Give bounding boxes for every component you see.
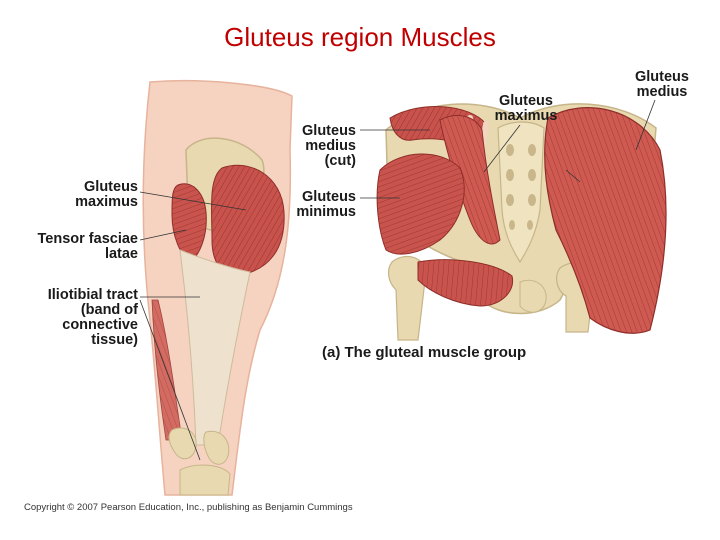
label-iliotibial-tract: Iliotibial tract (band of connective tis… [10, 288, 138, 348]
label-line: Gluteus [302, 123, 356, 139]
label-line: maximus [75, 194, 138, 210]
label-line: (band of [80, 302, 138, 318]
pelvis-posterior-view [376, 103, 667, 341]
label-line: Gluteus [635, 69, 689, 85]
label-gluteus-minimus: Gluteus minimus [282, 190, 356, 220]
gluteus-maximus-right-muscle [544, 107, 667, 334]
sacral-foramina [506, 144, 536, 230]
hip-rotator-muscle [417, 259, 514, 307]
label-line: medius [305, 138, 356, 154]
page-title: Gluteus region Muscles [224, 22, 496, 52]
copyright-notice: Copyright © 2007 Pearson Education, Inc.… [24, 502, 353, 513]
femur-left [387, 255, 427, 341]
gluteus-minimus-muscle [376, 153, 465, 255]
label-line: Tensor fasciae [37, 231, 138, 247]
label-line: tissue) [91, 332, 138, 348]
label-line: latae [104, 246, 138, 262]
label-line: Gluteus [84, 179, 138, 195]
ischial-tuberosity [519, 279, 547, 313]
label-line: (cut) [324, 153, 356, 169]
leader-lines [139, 99, 656, 461]
label-line: maximus [494, 108, 558, 124]
label-line: Gluteus [302, 189, 356, 205]
label-gluteus-medius-cut: Gluteus medius (cut) [282, 124, 356, 169]
figure-caption: (a) The gluteal muscle group [322, 344, 527, 361]
patella [203, 430, 230, 465]
label-gluteus-maximus-lateral: Gluteus maximus [40, 180, 138, 210]
label-gluteus-medius-right: Gluteus medius [622, 70, 702, 100]
leg-lateral-view [142, 80, 293, 496]
label-line: Iliotibial tract [47, 287, 138, 303]
label-tensor-fasciae-latae: Tensor fasciae latae [10, 232, 138, 262]
tibia-top [179, 464, 231, 496]
label-line: medius [636, 84, 688, 100]
label-line: minimus [296, 204, 356, 220]
iliotibial-tract-band [179, 249, 251, 446]
label-gluteus-maximus-top: Gluteus maximus [482, 94, 570, 124]
label-line: connective [62, 317, 138, 333]
label-line: Gluteus [499, 93, 553, 109]
